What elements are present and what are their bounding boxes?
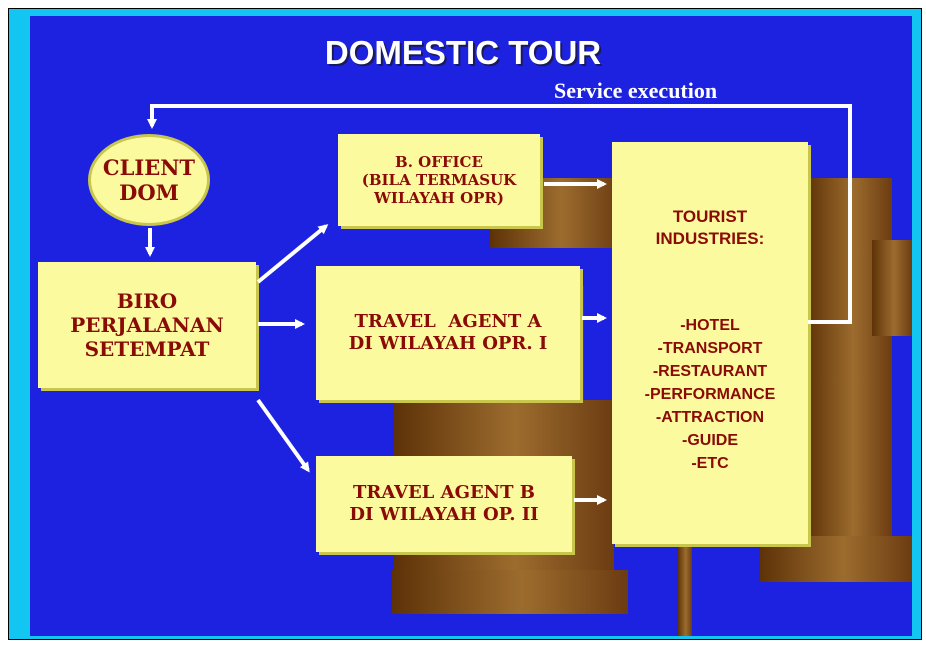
industry-item: -ETC — [691, 455, 729, 472]
service-execution-arrow — [147, 104, 852, 324]
client-dom-node: CLIENT DOM — [88, 134, 210, 226]
client-line1: CLIENT — [102, 154, 196, 180]
agent-a-line1: TRAVEL AGENT A — [354, 311, 542, 333]
branch-line1: B. OFFICE — [395, 153, 483, 171]
decor-shape — [678, 540, 692, 636]
industry-item: -GUIDE — [681, 432, 738, 449]
decor-shape — [392, 570, 628, 614]
industry-item: -PERFORMANCE — [644, 386, 776, 403]
client-line2: DOM — [119, 180, 179, 205]
agent-b-line1: TRAVEL AGENT B — [352, 482, 535, 504]
biro-line3: SETEMPAT — [84, 337, 210, 361]
decor-shape — [872, 240, 912, 336]
biro-line2: PERJALANAN — [70, 313, 224, 337]
service-execution-label: Service execution — [554, 78, 718, 103]
industry-item: -HOTEL — [680, 317, 740, 334]
branch-line2: (BILA TERMASUK — [361, 171, 517, 189]
agent-a-line2: DI WILAYAH OPR. I — [348, 333, 548, 354]
industries-heading2: INDUSTRIES: — [655, 229, 765, 248]
industry-item: -TRANSPORT — [657, 340, 763, 357]
branch-office-node: B. OFFICE (BILA TERMASUK WILAYAH OPR) — [338, 134, 540, 226]
industries-heading1: TOURIST — [672, 207, 748, 226]
biro-node: BIRO PERJALANAN SETEMPAT — [38, 262, 256, 388]
biro-line1: BIRO — [116, 289, 178, 313]
agent-b-line2: DI WILAYAH OP. II — [349, 504, 539, 525]
biro-to-agent-b-arrow — [256, 398, 310, 473]
branch-line3: WILAYAH OPR) — [373, 189, 504, 207]
industry-item: -RESTAURANT — [652, 363, 768, 380]
travel-agent-b-node: TRAVEL AGENT B DI WILAYAH OP. II — [316, 456, 572, 552]
travel-agent-a-node: TRAVEL AGENT A DI WILAYAH OPR. I — [316, 266, 580, 400]
page-title: DOMESTIC TOUR — [324, 34, 602, 71]
tourist-industries-node: TOURIST INDUSTRIES: -HOTEL -TRANSPORT -R… — [612, 142, 808, 544]
biro-to-branch-arrow — [256, 224, 329, 284]
industry-item: -ATTRACTION — [655, 409, 765, 426]
